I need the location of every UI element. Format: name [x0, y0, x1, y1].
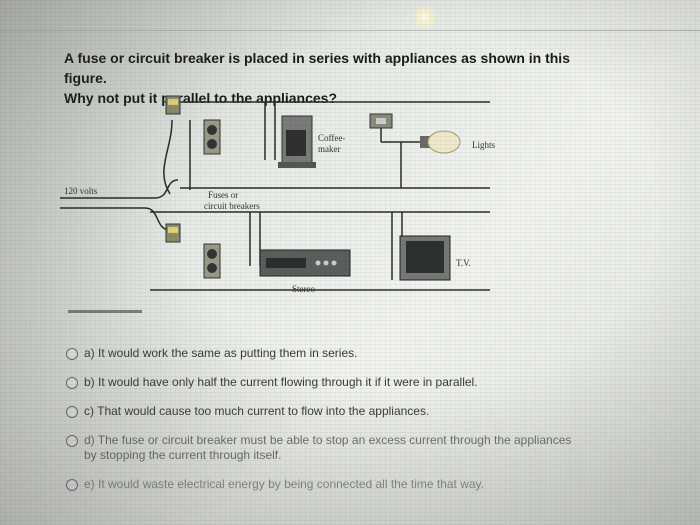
option-d-label-line-2: by stopping the current through itself. [84, 448, 282, 462]
screen-glare [414, 6, 436, 28]
tv-label: T.V. [456, 258, 471, 268]
fuse-bottom [165, 223, 181, 243]
circuit-figure: Coffee- maker Lights 120 volts Fuses or … [60, 95, 495, 313]
fuses-label-1: Fuses or [208, 190, 238, 200]
outlet-bottom [203, 243, 221, 279]
option-e[interactable]: e) It would waste electrical energy by b… [66, 477, 626, 492]
light-switch [369, 113, 422, 188]
option-b[interactable]: b) It would have only half the current f… [66, 375, 626, 390]
header-divider [0, 30, 700, 31]
coffee-label-1: Coffee- [318, 133, 345, 143]
radio-d[interactable] [66, 435, 78, 447]
coffee-label-2: maker [318, 144, 341, 154]
fuses-label-2: circuit breakers [204, 201, 260, 211]
outlet-top [203, 119, 221, 155]
stereo [249, 212, 351, 277]
radio-a[interactable] [66, 348, 78, 360]
option-d[interactable]: d) The fuse or circuit breaker must be a… [66, 433, 626, 463]
option-e-label: e) It would waste electrical energy by b… [84, 477, 484, 491]
answer-options: a) It would work the same as putting the… [66, 346, 626, 506]
option-a[interactable]: a) It would work the same as putting the… [66, 346, 626, 361]
radio-e[interactable] [66, 479, 78, 491]
option-d-label-line-1: d) The fuse or circuit breaker must be a… [84, 433, 572, 447]
option-b-label: b) It would have only half the current f… [84, 375, 478, 389]
option-c[interactable]: c) That would cause too much current to … [66, 404, 626, 419]
lights-label: Lights [472, 140, 495, 150]
fuse-top [165, 95, 181, 115]
option-c-label: c) That would cause too much current to … [84, 404, 430, 418]
question-line-1: A fuse or circuit breaker is placed in s… [64, 50, 570, 86]
coffee-maker [264, 102, 316, 168]
option-a-label: a) It would work the same as putting the… [84, 346, 358, 360]
television [391, 212, 451, 281]
option-d-label: d) The fuse or circuit breaker must be a… [84, 433, 571, 463]
stereo-label: Stereo [292, 284, 315, 294]
light-bulb-icon [420, 130, 461, 154]
voltage-label: 120 volts [64, 186, 98, 196]
radio-b[interactable] [66, 377, 78, 389]
radio-c[interactable] [66, 406, 78, 418]
copyright-line [68, 310, 142, 313]
